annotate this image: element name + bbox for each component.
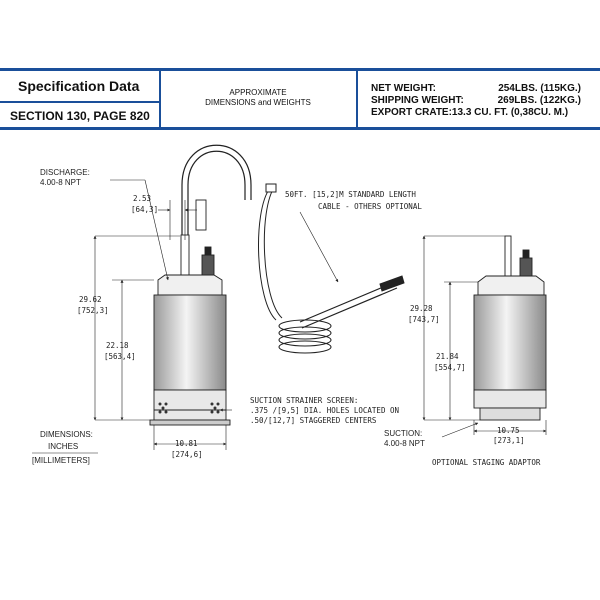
strainer-note-line3: .50/[12,7] STAGGERED CENTERS — [250, 416, 377, 425]
dimensions-label: DIMENSIONS: — [40, 430, 93, 439]
height-body-mm: [563,4] — [104, 352, 136, 361]
pump-staging — [473, 235, 547, 421]
height-total-mm: [752,3] — [77, 306, 109, 315]
alt-height-total-inches: 29.28 — [410, 304, 433, 313]
net-weight-row: NET WEIGHT: 254LBS. (115KG.) — [371, 83, 581, 95]
power-cable-coil — [258, 183, 405, 354]
strainer-note-line1: SUCTION STRAINER SCREEN: — [250, 396, 358, 405]
pump-base — [149, 419, 231, 426]
offset-mm: [64,3] — [131, 205, 158, 214]
section-label: SECTION 130, PAGE 820 — [10, 109, 150, 123]
weights-block: NET WEIGHT: 254LBS. (115KG.) SHIPPING WE… — [371, 83, 581, 119]
approx-line2: DIMENSIONS and WEIGHTS — [205, 98, 311, 107]
discharge-label: DISCHARGE: — [40, 168, 90, 177]
approx-line1: APPROXIMATE — [229, 88, 287, 97]
alt-height-body-inches: 21.84 — [436, 352, 459, 361]
pump-strainer — [153, 389, 227, 421]
dims-right — [422, 235, 547, 438]
header-divider-left — [159, 71, 161, 127]
header-divider-right — [356, 71, 358, 127]
staging-pipe — [504, 235, 512, 277]
inches-label: INCHES — [48, 442, 78, 451]
height-total-inches: 29.62 — [79, 295, 102, 304]
shipping-weight-label: SHIPPING WEIGHT: — [371, 95, 464, 106]
strainer-pattern-right — [210, 402, 220, 414]
net-weight-value: 254LBS. (115KG.) — [498, 83, 581, 94]
dims-left — [93, 179, 339, 450]
hose-end — [195, 199, 207, 231]
export-crate: EXPORT CRATE:13.3 CU. FT. (0,38CU. M.) — [371, 107, 569, 118]
pump-main — [149, 144, 252, 426]
height-body-inches: 22.18 — [106, 341, 129, 350]
alt-width-mm: [273,1] — [493, 436, 525, 445]
staging-adaptor-label: OPTIONAL STAGING ADAPTOR — [432, 458, 541, 467]
cable-note-line1: 50FT. [15,2]M STANDARD LENGTH — [285, 190, 416, 199]
cable-fitting — [201, 254, 215, 276]
suction-label: SUCTION: — [384, 429, 422, 438]
header-bottom-rule — [0, 127, 600, 130]
offset-inches: 2.53 — [133, 194, 151, 203]
header-top-rule — [0, 68, 600, 71]
alt-height-body-mm: [554,7] — [434, 363, 466, 372]
approx-dimensions-label: APPROXIMATE DIMENSIONS and WEIGHTS — [160, 88, 356, 108]
net-weight-label: NET WEIGHT: — [371, 83, 436, 94]
discharge-hose-outer — [181, 144, 252, 293]
pump-body — [153, 294, 227, 391]
spec-title: Specification Data — [18, 78, 140, 94]
width-mm: [274,6] — [171, 450, 203, 459]
alt-height-total-mm: [743,7] — [408, 315, 440, 324]
shipping-weight-value: 269LBS. (122KG.) — [497, 95, 581, 106]
suction-size: 4.00-8 NPT — [384, 439, 425, 448]
staging-adaptor — [479, 407, 541, 421]
alt-width-inches: 10.75 — [497, 426, 520, 435]
shipping-weight-row: SHIPPING WEIGHT: 269LBS. (122KG.) — [371, 95, 581, 107]
strainer-note-line2: .375 /[9,5] DIA. HOLES LOCATED ON — [250, 406, 399, 415]
width-inches: 10.81 — [175, 439, 198, 448]
discharge-hose — [187, 150, 246, 293]
millimeters-label: [MILLIMETERS] — [32, 456, 90, 465]
discharge-size: 4.00-8 NPT — [40, 178, 81, 187]
title-underline — [0, 101, 160, 103]
cable-note-line2: CABLE - OTHERS OPTIONAL — [318, 202, 422, 211]
cable-gland — [204, 246, 212, 256]
strainer-pattern-left — [158, 402, 168, 414]
